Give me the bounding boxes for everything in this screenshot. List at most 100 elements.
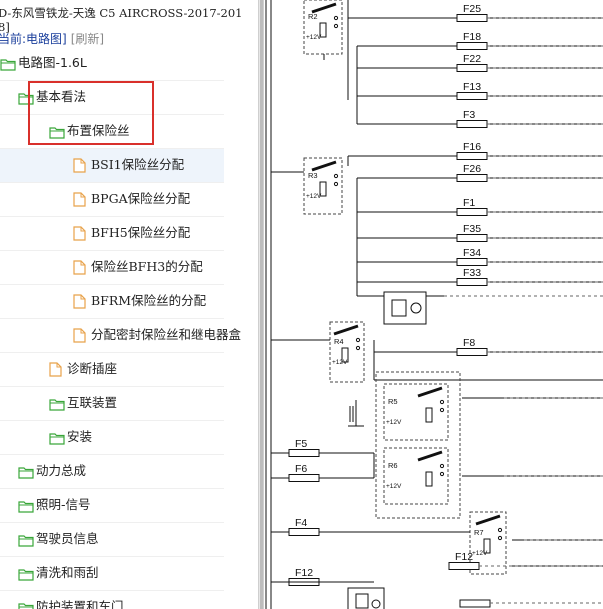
tree-item[interactable]: 动力总成 bbox=[0, 455, 224, 489]
vertical-scrollbar[interactable] bbox=[260, 0, 263, 609]
fuse-symbol bbox=[288, 528, 320, 536]
tree-item-label: BFH5保险丝分配 bbox=[91, 225, 191, 240]
chip-icon bbox=[391, 299, 407, 317]
folder-icon bbox=[18, 464, 34, 483]
relay-box bbox=[303, 0, 343, 55]
tree-item[interactable]: BSI1保险丝分配 bbox=[0, 149, 224, 183]
transistor-icon bbox=[410, 302, 422, 314]
fuse-label: F8 bbox=[463, 337, 475, 349]
fuse-symbol bbox=[456, 278, 488, 286]
fuse-symbol bbox=[288, 449, 320, 457]
folder-icon bbox=[49, 430, 65, 449]
tree-item-label: 基本看法 bbox=[36, 89, 87, 104]
contact bbox=[497, 527, 503, 533]
tree-item-label: BPGA保险丝分配 bbox=[91, 191, 191, 206]
contact bbox=[333, 23, 339, 29]
fuse-label: F16 bbox=[463, 141, 481, 153]
fuse-symbol bbox=[456, 14, 488, 22]
supply-label: +12V bbox=[472, 550, 488, 557]
tree-item-label: 分配密封保险丝和继电器盒 bbox=[91, 327, 242, 342]
fuse-symbol bbox=[456, 258, 488, 266]
wire bbox=[311, 160, 337, 172]
relay-box bbox=[329, 321, 365, 383]
tree-item[interactable]: 保险丝BFH3的分配 bbox=[0, 251, 224, 285]
tree-item[interactable]: 互联装置 bbox=[0, 387, 224, 421]
document-icon bbox=[73, 328, 86, 347]
folder-icon bbox=[18, 566, 34, 585]
fuse-label: F12 bbox=[295, 567, 313, 579]
tree-item[interactable]: 安装 bbox=[0, 421, 224, 455]
contact bbox=[333, 15, 339, 21]
tree-item-label: 诊断插座 bbox=[67, 361, 118, 376]
tree-item-label: 清洗和雨刮 bbox=[36, 565, 99, 580]
fuse-label: F13 bbox=[463, 81, 481, 93]
tree-item-label: BSI1保险丝分配 bbox=[91, 157, 185, 172]
fuse-label: F34 bbox=[463, 247, 481, 259]
relay-label: R5 bbox=[388, 397, 398, 406]
wire bbox=[417, 386, 443, 398]
fuse-label: F35 bbox=[463, 223, 481, 235]
refresh-link[interactable]: [刷新] bbox=[70, 32, 105, 46]
tree-item[interactable]: 驾驶员信息 bbox=[0, 523, 224, 557]
folder-icon bbox=[18, 532, 34, 551]
contact bbox=[355, 345, 361, 351]
fuse-symbol bbox=[456, 174, 488, 182]
contact bbox=[439, 471, 445, 477]
contact bbox=[355, 337, 361, 343]
relay-coil bbox=[425, 407, 433, 423]
chip-icon bbox=[355, 593, 369, 609]
contact bbox=[439, 399, 445, 405]
supply-label: +12V bbox=[306, 193, 322, 200]
tree-item[interactable]: 分配密封保险丝和继电器盒 bbox=[0, 319, 241, 353]
tree-item[interactable]: BFRM保险丝的分配 bbox=[0, 285, 224, 319]
fuse-label: F3 bbox=[463, 109, 475, 121]
relay-coil bbox=[483, 538, 491, 554]
contact bbox=[333, 173, 339, 179]
contact bbox=[333, 181, 339, 187]
tree-item-label: 防护装置和车门 bbox=[36, 599, 124, 609]
relay-box bbox=[303, 157, 343, 215]
wire bbox=[475, 514, 501, 526]
contact bbox=[439, 407, 445, 413]
document-icon bbox=[73, 158, 86, 177]
wire bbox=[333, 324, 359, 336]
tree-item[interactable]: 基本看法 bbox=[0, 81, 224, 115]
current-label: 当前: bbox=[0, 32, 27, 46]
wire bbox=[417, 450, 443, 462]
fuse-symbol bbox=[456, 208, 488, 216]
wire bbox=[311, 2, 337, 14]
relay-coil bbox=[319, 181, 327, 197]
fuse-symbol bbox=[448, 562, 480, 570]
fuse-label: F18 bbox=[463, 31, 481, 43]
relay-coil bbox=[425, 471, 433, 487]
tree-item[interactable]: 清洗和雨刮 bbox=[0, 557, 224, 591]
relay-label: R4 bbox=[334, 337, 344, 346]
tree-item[interactable]: 照明-信号 bbox=[0, 489, 224, 523]
fuse-symbol bbox=[456, 64, 488, 72]
relay-label: R6 bbox=[388, 461, 398, 470]
supply-label: +12V bbox=[386, 419, 402, 426]
relay-coil bbox=[319, 22, 327, 38]
relay-coil bbox=[341, 347, 349, 363]
tree-item-label: 互联装置 bbox=[67, 395, 118, 410]
supply-label: +12V bbox=[332, 359, 348, 366]
tree-item[interactable]: BFH5保险丝分配 bbox=[0, 217, 224, 251]
fuse-label: F6 bbox=[295, 463, 307, 475]
folder-icon bbox=[49, 396, 65, 415]
document-icon bbox=[73, 294, 86, 313]
tree-item[interactable]: BPGA保险丝分配 bbox=[0, 183, 224, 217]
fuse-symbol bbox=[456, 92, 488, 100]
tree-item[interactable]: 电路图-1.6L bbox=[0, 47, 224, 81]
relay-box bbox=[469, 511, 507, 575]
current-value[interactable]: 电路图] bbox=[26, 32, 67, 46]
fuse-label: F22 bbox=[463, 53, 481, 65]
fuse-label: F25 bbox=[463, 3, 481, 15]
folder-icon bbox=[18, 600, 34, 609]
tree-item[interactable]: 布置保险丝 bbox=[0, 115, 224, 149]
tree-item-label: 保险丝BFH3的分配 bbox=[91, 259, 203, 274]
fuse-symbol bbox=[288, 474, 320, 482]
tree-item[interactable]: 诊断插座 bbox=[0, 353, 224, 387]
document-icon bbox=[73, 260, 86, 279]
navigation-tree-panel: D-东风雪铁龙-天逸 C5 AIRCROSS-2017-2018] 当前:电路图… bbox=[0, 0, 258, 609]
tree-item[interactable]: 防护装置和车门 bbox=[0, 591, 224, 609]
